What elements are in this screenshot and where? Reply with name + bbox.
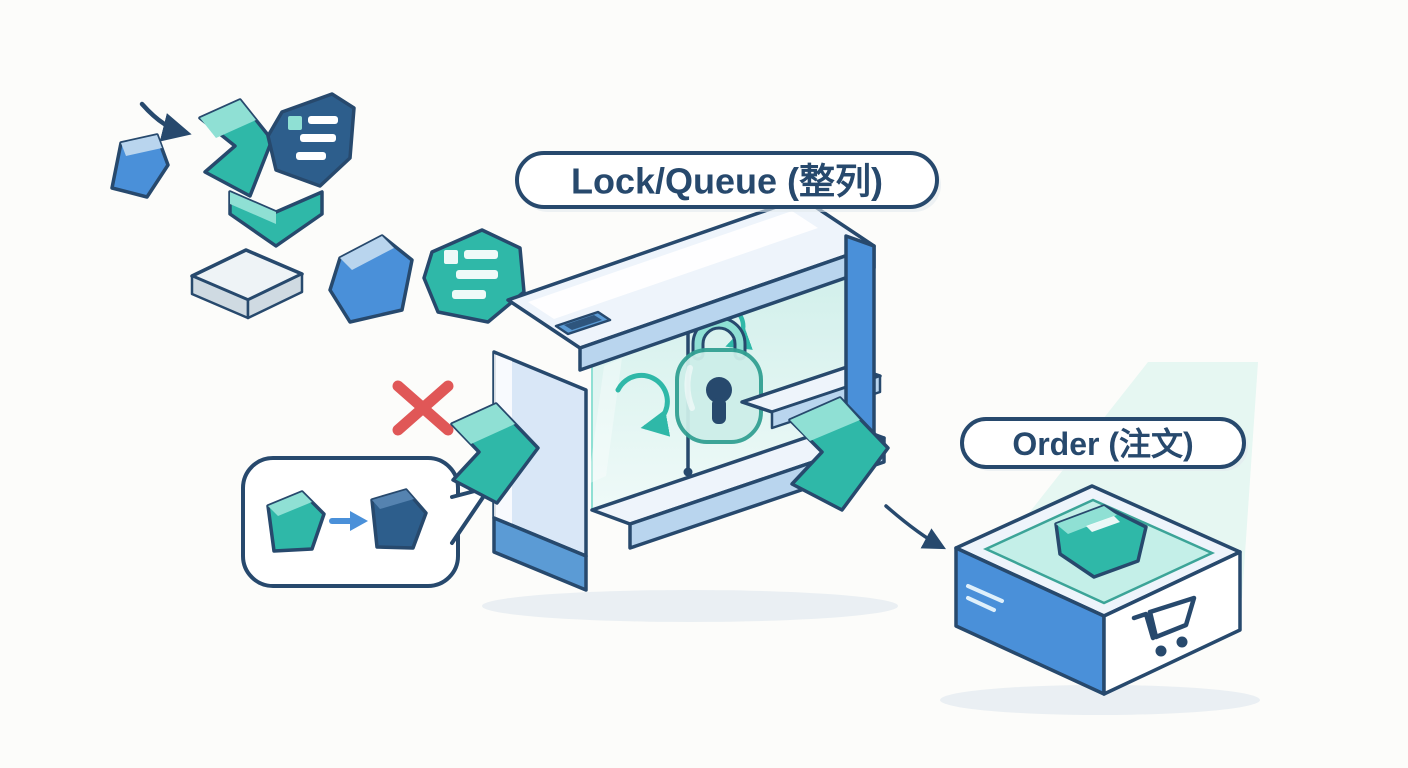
lock-queue-label: Lock/Queue (整列): [515, 151, 941, 212]
request-shape-document-teal: [422, 228, 526, 324]
request-shape-document-navy: [266, 92, 356, 188]
order-label-text: Order (注文): [1012, 426, 1193, 462]
address-lines: [966, 584, 1004, 603]
gate-top-beam: [506, 196, 876, 372]
gate-right-frame: [844, 234, 876, 438]
to-order-arrow-icon: [884, 504, 947, 550]
lock-queue-label-text: Lock/Queue (整列): [571, 161, 883, 202]
merge-target-shape: [370, 488, 428, 550]
order-box-shadow: [940, 685, 1260, 715]
rotation-arrow-icon: [615, 372, 671, 437]
cart-icon: [1131, 595, 1197, 657]
order-label-pill: [960, 417, 1246, 469]
request-shape-chevron-down: [228, 190, 324, 248]
request-shape-pentagon-small: [110, 133, 170, 199]
exit-arrow-icon: [788, 396, 890, 512]
merge-arrow-icon: [329, 511, 368, 531]
request-shape-tile: [190, 248, 304, 320]
lock-queue-label-pill: [515, 151, 939, 209]
merge-source-shape: [266, 490, 326, 553]
gate-pillar-base: [492, 516, 588, 592]
merge-callout: [241, 456, 492, 588]
flow-arrow-icon: [139, 101, 192, 142]
glass-highlight: [588, 358, 622, 484]
gate-scanner-slot: [554, 310, 612, 336]
conflict-x-icon: [392, 380, 454, 436]
incoming-requests-cluster: [110, 92, 526, 324]
request-shape-chevron: [198, 98, 274, 198]
lock-keyhole: [706, 377, 732, 403]
gate-shadow: [482, 590, 898, 622]
order-box: [940, 484, 1260, 715]
order-label: Order (注文): [960, 417, 1248, 471]
entry-arrow-icon: [450, 402, 540, 505]
shield-icon: [1054, 504, 1148, 579]
request-shape-pentagon-blue: [328, 234, 414, 324]
box-right-face: [1102, 550, 1242, 696]
